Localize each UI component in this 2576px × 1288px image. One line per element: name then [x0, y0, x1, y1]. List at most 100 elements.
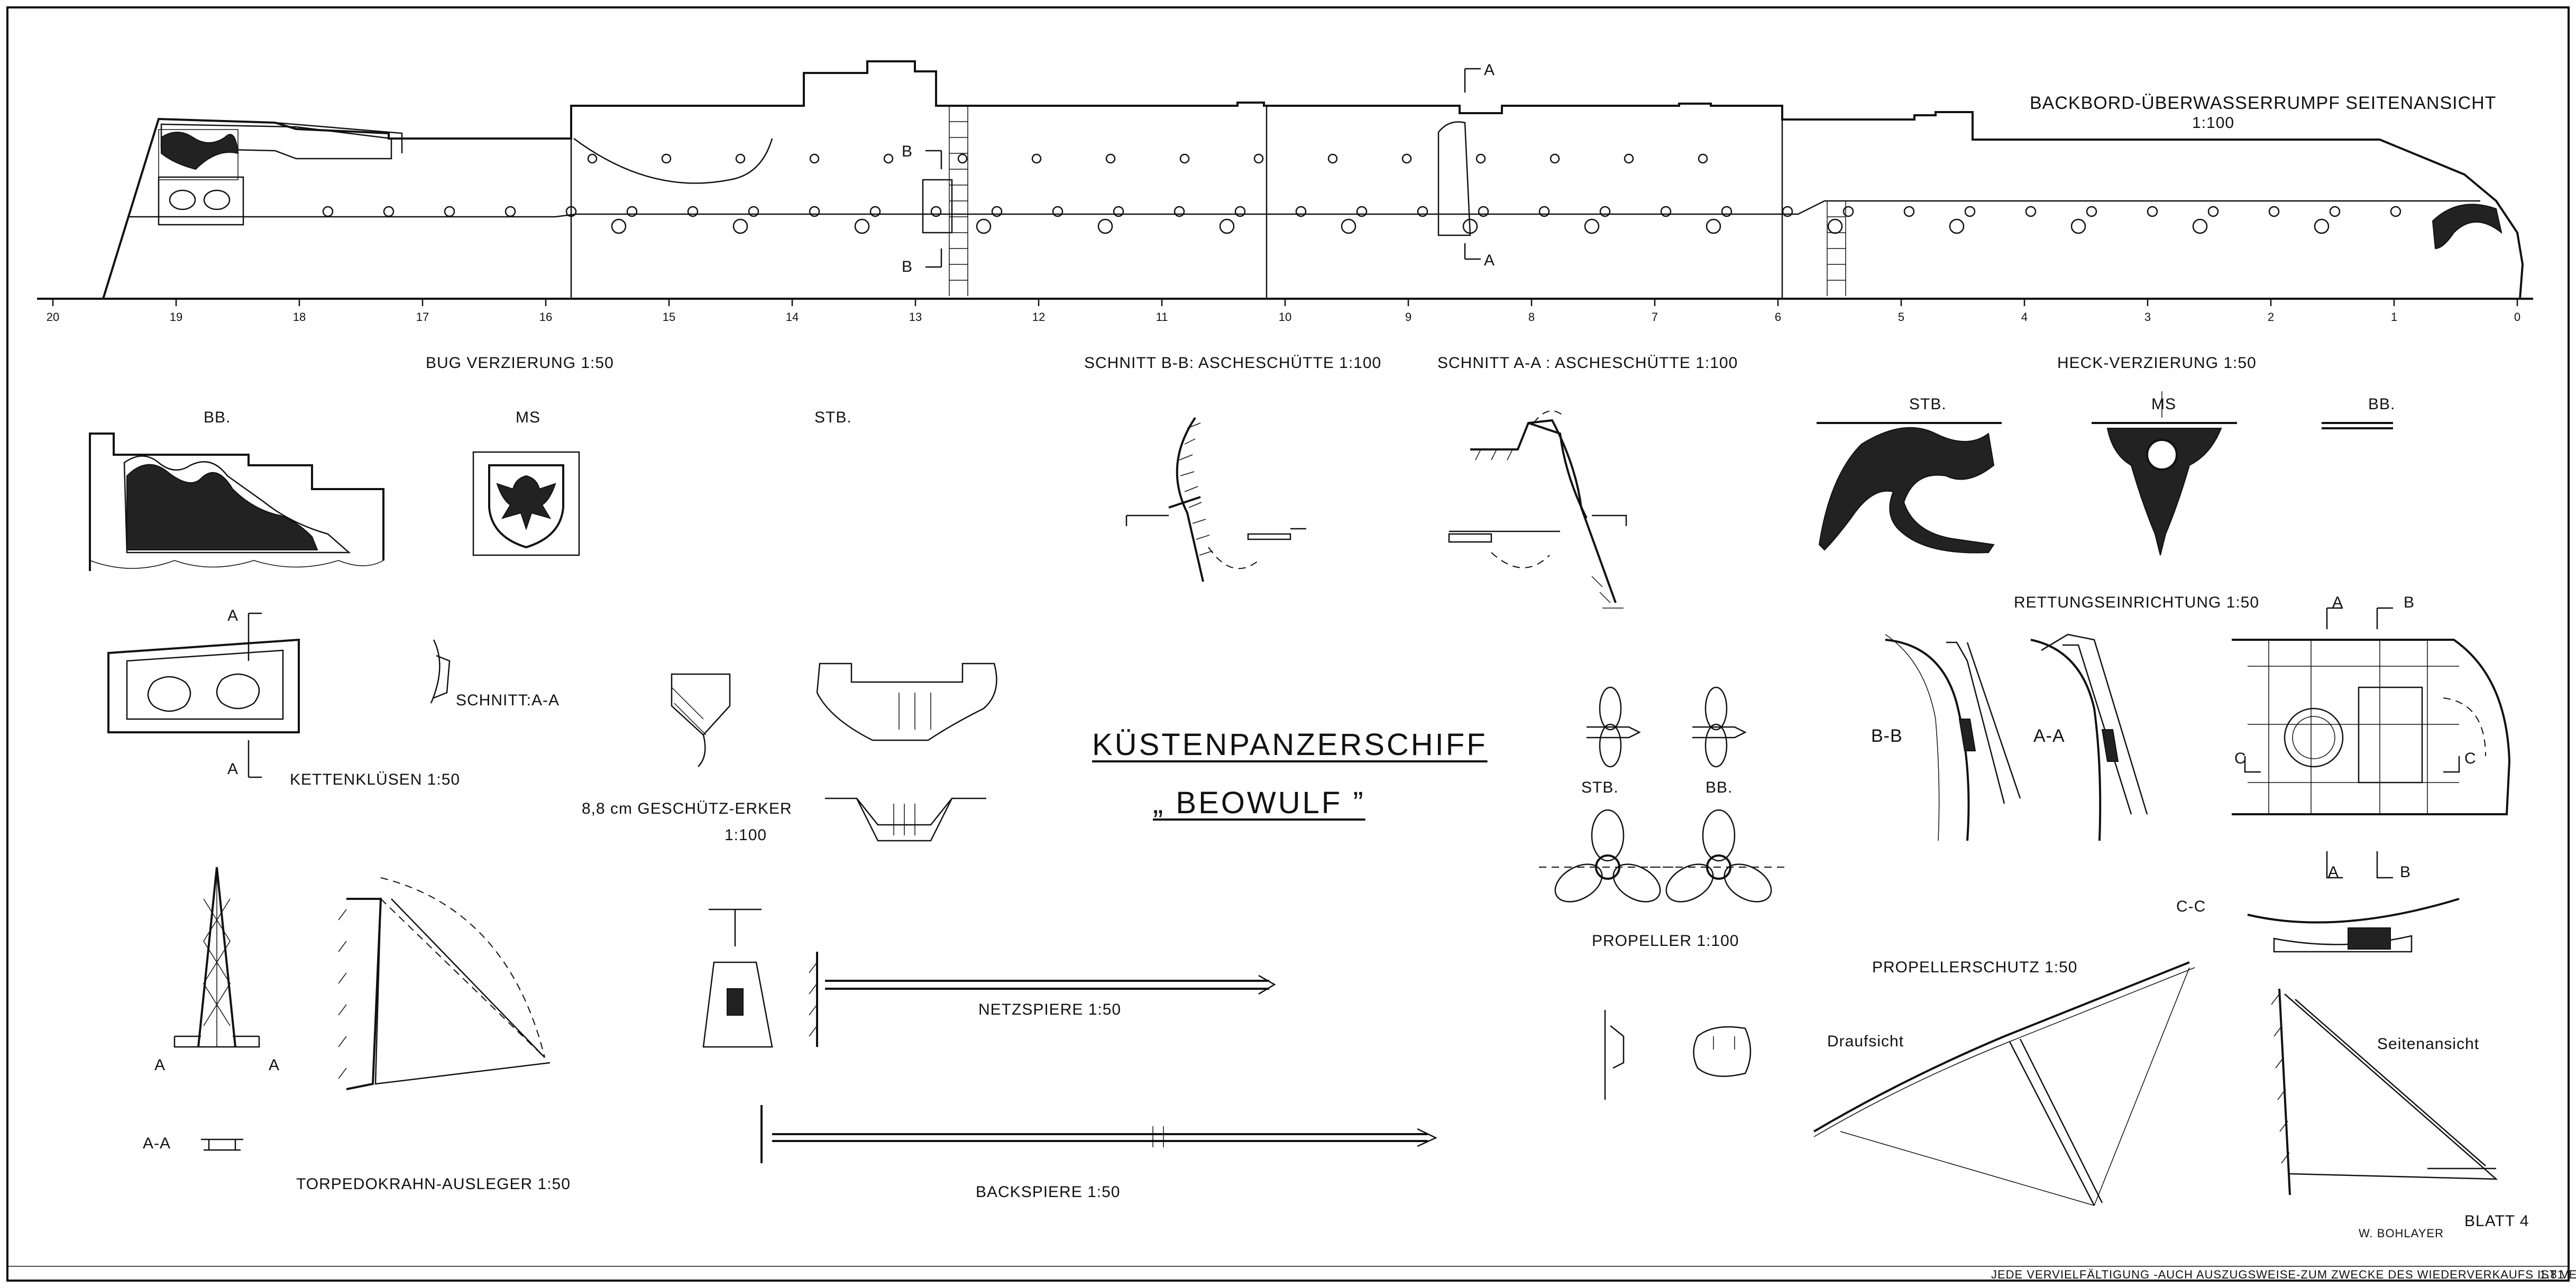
gun-sponson-scale: 1:100 — [725, 826, 767, 844]
torpedo-mark-a-right: A — [269, 1056, 280, 1074]
stern-bb-label: BB. — [2368, 395, 2396, 413]
rescue-mark-b-bottom: B — [2400, 863, 2412, 881]
torpedo-crane-drawings — [173, 867, 551, 1151]
frame-tick-label: 0 — [2514, 310, 2521, 324]
porthole — [809, 153, 820, 164]
ship-title-line2: „ BEOWULF ” — [1153, 786, 1365, 820]
torpedo-title: TORPEDOKRAHN-AUSLEGER 1:50 — [296, 1175, 571, 1193]
porthole — [748, 206, 759, 217]
porthole — [611, 218, 627, 234]
propeller-bb-label: BB. — [1706, 779, 1733, 796]
porthole — [957, 153, 968, 164]
porthole — [1253, 153, 1264, 164]
porthole — [854, 218, 870, 234]
bow-stb-label: STB. — [814, 409, 852, 426]
porthole — [1782, 206, 1793, 217]
porthole — [1327, 153, 1338, 164]
sheet-number: BLATT 4 — [2464, 1212, 2529, 1230]
frame-tick-label: 15 — [662, 310, 676, 324]
porthole — [687, 206, 699, 217]
porthole — [1903, 206, 1915, 217]
hawse-title: KETTENKLÜSEN 1:50 — [290, 771, 461, 788]
frame-tick-label: 4 — [2021, 310, 2028, 324]
porthole — [1660, 206, 1672, 217]
bow-decoration-drawings — [89, 433, 580, 571]
porthole — [1105, 153, 1116, 164]
rescue-equipment-drawings — [1885, 607, 2511, 879]
back-spar-title: BACKSPIERE 1:50 — [976, 1183, 1121, 1201]
section-mark-b-bottom: B — [902, 258, 913, 275]
porthole — [1174, 206, 1185, 217]
porthole — [1949, 218, 1965, 234]
gun-sponson-drawings — [671, 663, 997, 842]
porthole — [1478, 206, 1489, 217]
hull-view-label: BACKBORD-ÜBERWASSERRUMPF SEITENANSICHT — [2030, 93, 2497, 113]
stern-decoration-title: HECK-VERZIERUNG 1:50 — [2057, 354, 2257, 372]
porthole — [1827, 218, 1843, 234]
frame-tick-label: 16 — [539, 310, 553, 324]
porthole — [322, 206, 334, 217]
porthole — [587, 153, 598, 164]
frame-tick-label: 1 — [2390, 310, 2398, 324]
ship-title-line1: KÜSTENPANZERSCHIFF — [1092, 728, 1488, 762]
stern-stb-label: STB. — [1909, 395, 1947, 413]
bow-ornament-mini — [161, 132, 239, 170]
frame-tick-label: 10 — [1278, 310, 1292, 324]
porthole — [1234, 206, 1246, 217]
bow-ornament — [126, 464, 318, 550]
bow-ms-label: MS — [516, 409, 540, 426]
section-bb-drawing — [1125, 417, 1306, 582]
propeller-guard-drawings — [1813, 898, 2498, 1206]
porthole — [976, 218, 992, 234]
porthole — [444, 206, 455, 217]
stern-ms-label: MS — [2151, 395, 2176, 413]
hawse-mark-a-top: A — [227, 607, 239, 624]
eagle-crest — [496, 475, 556, 531]
porthole — [2192, 218, 2208, 234]
porthole — [930, 206, 942, 217]
rescue-title: RETTUNGSEINRICHTUNG 1:50 — [2014, 594, 2260, 611]
porthole — [1706, 218, 1721, 234]
porthole — [1417, 206, 1428, 217]
porthole — [1401, 153, 1412, 164]
frame-tick-label: 14 — [785, 310, 799, 324]
prop-guard-title: PROPELLERSCHUTZ 1:50 — [1872, 959, 2078, 976]
frame-tick-label: 13 — [909, 310, 922, 324]
frame-tick-label: 19 — [169, 310, 183, 324]
stern-ornament-ms — [2106, 428, 2222, 556]
propeller-stb-side — [1587, 686, 1641, 768]
propeller-stb-front — [1539, 809, 1676, 903]
section-aa-title: SCHNITT A-A : ASCHESCHÜTTE 1:100 — [1437, 354, 1738, 372]
porthole — [1052, 206, 1064, 217]
porthole — [1462, 218, 1478, 234]
frame-tick-label: 18 — [292, 310, 306, 324]
rescue-aa-label: A-A — [2033, 726, 2065, 746]
porthole — [1624, 153, 1634, 164]
rescue-bb-label: B-B — [1871, 726, 1903, 746]
bow-bb-label: BB. — [204, 409, 231, 426]
porthole — [1356, 206, 1368, 217]
frame-tick-label: 8 — [1528, 310, 1535, 324]
porthole — [626, 206, 638, 217]
frame-tick-label: 20 — [46, 310, 60, 324]
porthole — [383, 206, 395, 217]
porthole — [1179, 153, 1190, 164]
porthole — [732, 218, 748, 234]
rescue-mark-b-top: B — [2404, 594, 2415, 611]
porthole — [2268, 206, 2280, 217]
porthole — [2147, 206, 2158, 217]
hull-side-view — [37, 60, 2533, 306]
prop-guard-top-view: Draufsicht — [1827, 1033, 1904, 1050]
section-aa-drawing — [1448, 410, 1627, 609]
porthole — [2390, 206, 2401, 217]
porthole — [1031, 153, 1042, 164]
frame-tick-label: 3 — [2144, 310, 2151, 324]
porthole — [2070, 218, 2086, 234]
section-mark-b-top: B — [902, 143, 913, 160]
frame-tick-label: 9 — [1405, 310, 1412, 324]
stern-decoration-drawings — [1817, 391, 2393, 556]
porthole — [1964, 206, 1976, 217]
copyright-notice: JEDE VERVIELFÄLTIGUNG -AUCH AUSZUGSWEISE… — [1991, 1268, 2576, 1281]
porthole — [2025, 206, 2037, 217]
